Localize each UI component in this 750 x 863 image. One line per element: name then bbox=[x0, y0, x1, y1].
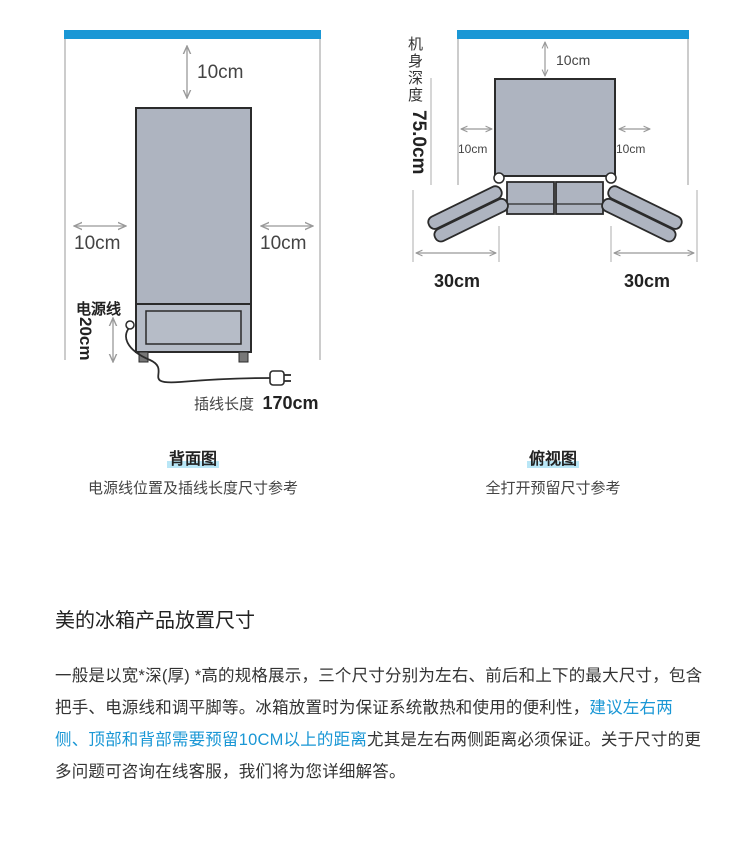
cord-label: 电源线 bbox=[76, 301, 122, 318]
top-view-caption-title: 俯视图 bbox=[526, 451, 579, 468]
back-view-caption-title: 背面图 bbox=[166, 451, 219, 468]
door-right-label: 30cm bbox=[624, 271, 671, 291]
door-left-open bbox=[427, 185, 509, 243]
depth-value: 75.0cm bbox=[408, 110, 429, 175]
plug-length-row: 插线长度 170cm bbox=[194, 393, 319, 414]
cord-height-label: 20cm bbox=[76, 317, 95, 361]
top-ceiling-bar bbox=[457, 30, 689, 39]
top-view-right-gap-label: 10cm bbox=[616, 142, 646, 156]
back-view-diagram bbox=[64, 30, 321, 386]
top-view-top-gap-label: 10cm bbox=[556, 52, 591, 68]
section-title: 美的冰箱产品放置尺寸 bbox=[55, 610, 255, 632]
back-left-gap-label: 10cm bbox=[74, 233, 121, 254]
top-view-caption-sub: 全打开预留尺寸参考 bbox=[485, 480, 621, 497]
ceiling-bar bbox=[64, 30, 321, 39]
drawer-left bbox=[506, 181, 555, 215]
foot-right bbox=[238, 351, 249, 363]
power-cord bbox=[125, 324, 273, 384]
plug-length-value: 170cm bbox=[262, 393, 319, 413]
back-view-caption-sub: 电源线位置及插线长度尺寸参考 bbox=[87, 480, 298, 497]
door-left-label: 30cm bbox=[434, 271, 481, 291]
cord-connector bbox=[125, 320, 135, 330]
hinge-left bbox=[493, 172, 505, 184]
depth-label: 机身深度 bbox=[408, 36, 424, 104]
body-text-after: 尤其是左右两侧距离必须保证。关于尺寸的更多问题可咨询在线客服，我们将为您详细解答… bbox=[55, 731, 702, 781]
fridge-body bbox=[135, 107, 252, 305]
drawer-right bbox=[555, 181, 604, 215]
back-right-gap-label: 10cm bbox=[260, 233, 307, 254]
plug-label: 插线长度 bbox=[194, 396, 255, 413]
top-view-diagram bbox=[412, 30, 698, 262]
section-body: 一般是以宽*深(厚) *高的规格展示，三个尺寸分别为左右、前后和上下的最大尺寸，… bbox=[55, 660, 705, 788]
plug-icon bbox=[269, 370, 291, 386]
body-text-highlight: 建议左右两侧、顶部和背部需要预留10CM以上的距离 bbox=[55, 699, 673, 749]
top-view-left-gap-label: 10cm bbox=[458, 142, 488, 156]
body-text-before: 一般是以宽*深(厚) *高的规格展示，三个尺寸分别为左右、前后和上下的最大尺寸，… bbox=[55, 667, 703, 717]
door-right-open bbox=[601, 185, 683, 243]
top-view-body bbox=[494, 78, 616, 177]
back-top-gap-label: 10cm bbox=[197, 62, 244, 83]
compressor-panel bbox=[145, 310, 242, 345]
hinge-right bbox=[605, 172, 617, 184]
